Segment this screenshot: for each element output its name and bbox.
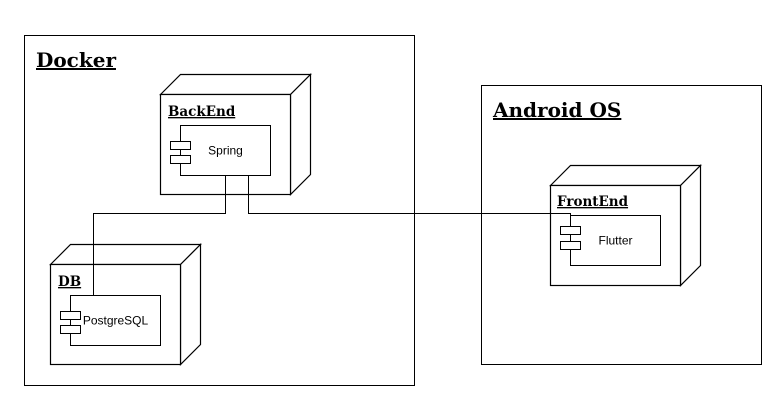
spring-component-tab-bottom [170,155,191,164]
flutter-component-box [570,215,661,266]
flutter-component[interactable]: Flutter [560,215,661,266]
postgresql-component-tab-bottom [60,325,81,334]
android-frame-title: Android OS [492,98,621,122]
backend-node-title: BackEnd [168,104,236,120]
spring-to-postgresql-connector [93,175,226,296]
spring-component-tab-top [170,141,191,150]
postgresql-component[interactable]: PostgreSQL [60,295,161,346]
db-node-top [49,243,202,266]
docker-frame-title: Docker [36,48,116,72]
frontend-node-side [679,164,702,287]
spring-component-label: Spring [208,144,243,158]
flutter-component-label: Flutter [598,234,632,248]
backend-node-side [289,73,312,196]
frontend-node[interactable]: FrontEnd Flutter [549,164,702,287]
frontend-node-title: FrontEnd [557,194,629,210]
db-node-side [179,243,202,366]
spring-to-flutter-connector [248,175,571,216]
spring-component-box [180,125,271,176]
flutter-component-tab-bottom [560,241,581,250]
postgresql-component-box [70,295,161,346]
db-node[interactable]: DB PostgreSQL [49,243,202,366]
flutter-component-tab-top [560,226,581,235]
backend-node[interactable]: BackEnd Spring [159,73,312,196]
spring-component[interactable]: Spring [170,125,271,176]
postgresql-component-tab-top [60,311,81,320]
postgresql-component-label: PostgreSQL [83,314,149,328]
backend-node-top [159,73,312,96]
frontend-node-top [549,164,702,187]
db-node-title: DB [58,274,81,290]
